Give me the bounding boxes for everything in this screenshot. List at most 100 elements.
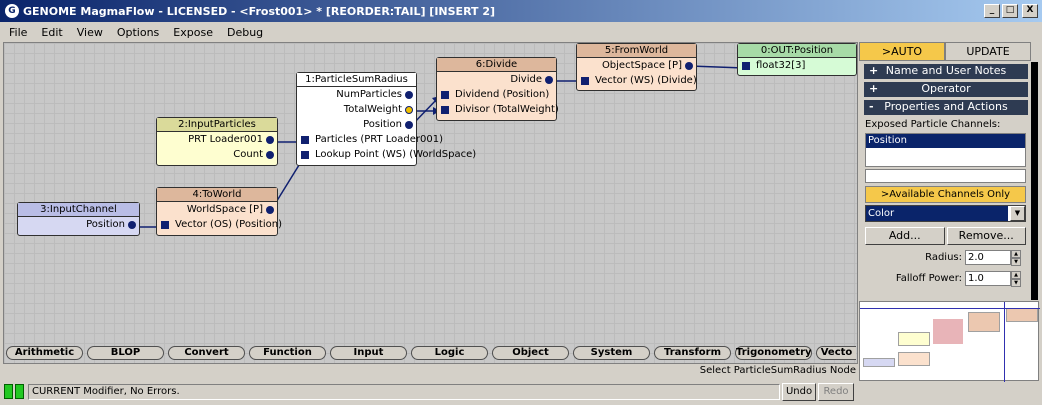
input-socket-icon[interactable] — [441, 106, 449, 114]
falloff-label: Falloff Power: — [895, 273, 962, 284]
minimap-node — [1006, 308, 1038, 322]
output-socket-row[interactable]: PRT Loader001 — [157, 132, 277, 147]
input-socket-row[interactable]: Dividend (Position) — [437, 87, 556, 102]
output-socket-row[interactable]: WorldSpace [P] — [157, 202, 277, 217]
category-tab[interactable]: Function — [249, 346, 326, 360]
rollout-label: Name and User Notes — [885, 64, 1007, 77]
category-tab[interactable]: BLOP — [87, 346, 164, 360]
channel-edit-field[interactable] — [865, 169, 1026, 183]
graph-minimap[interactable] — [859, 301, 1040, 382]
socket-label: float32[3] — [756, 60, 806, 71]
spinner-arrows[interactable]: ▲▼ — [1011, 250, 1021, 266]
output-socket-icon[interactable] — [685, 62, 693, 70]
input-socket-icon[interactable] — [742, 62, 750, 70]
node-input-particles[interactable]: 2:InputParticles PRT Loader001 Count — [156, 117, 278, 166]
maximize-icon[interactable]: □ — [1002, 4, 1018, 18]
menu-view[interactable]: View — [76, 25, 103, 39]
channel-dropdown-value: Color — [866, 206, 1008, 221]
node-particle-sum-radius[interactable]: 1:ParticleSumRadius NumParticles TotalWe… — [296, 72, 476, 166]
output-socket-row[interactable]: NumParticles — [297, 87, 416, 102]
chevron-down-icon[interactable]: ▼ — [1010, 206, 1025, 221]
falloff-field[interactable]: 1.0 — [965, 271, 1011, 286]
status-light-icon — [15, 384, 24, 399]
rollout-properties[interactable]: -Properties and Actions — [864, 100, 1028, 115]
spinner-down-icon[interactable]: ▼ — [1011, 279, 1021, 287]
output-socket-row[interactable]: TotalWeight — [297, 102, 416, 117]
output-socket-row[interactable]: Position — [297, 117, 416, 132]
output-socket-row[interactable]: Divide — [437, 72, 556, 87]
tab-update[interactable]: UPDATE — [945, 42, 1031, 61]
add-button[interactable]: Add... — [865, 227, 945, 245]
exposed-channels-list[interactable]: Position — [865, 133, 1026, 167]
tab-auto[interactable]: >AUTO — [859, 42, 945, 61]
output-socket-row[interactable]: Count — [157, 147, 277, 162]
category-tab[interactable]: Trigonometry — [735, 346, 812, 360]
category-tab[interactable]: Convert — [168, 346, 245, 360]
output-socket-icon[interactable] — [405, 106, 413, 114]
menu-options[interactable]: Options — [116, 25, 160, 39]
category-tab[interactable]: Arithmetic — [6, 346, 83, 360]
category-tab[interactable]: Transform — [654, 346, 731, 360]
input-socket-row[interactable]: Lookup Point (WS) (WorldSpace) — [297, 147, 476, 162]
category-tab[interactable]: Logic — [411, 346, 488, 360]
rollout-label: Operator — [921, 82, 971, 95]
node-header: 4:ToWorld — [157, 188, 277, 202]
undo-button[interactable]: Undo — [782, 383, 816, 401]
output-socket-icon[interactable] — [405, 121, 413, 129]
node-output-position[interactable]: 0:OUT:Position float32[3] — [737, 43, 857, 76]
output-socket-icon[interactable] — [545, 76, 553, 84]
node-divide[interactable]: 6:Divide Divide Dividend (Position) Divi… — [436, 57, 559, 121]
category-tab[interactable]: Input — [330, 346, 407, 360]
input-socket-icon[interactable] — [301, 136, 309, 144]
node-from-world[interactable]: 5:FromWorld ObjectSpace [P] Vector (WS) … — [576, 43, 697, 91]
close-icon[interactable]: X — [1022, 4, 1038, 18]
panel-scrollbar[interactable] — [1031, 62, 1038, 300]
spinner-down-icon[interactable]: ▼ — [1011, 258, 1021, 266]
socket-label: Dividend (Position) — [455, 89, 550, 100]
list-item[interactable]: Position — [866, 134, 1025, 148]
rollout-operator[interactable]: + Operator — [864, 82, 1028, 97]
remove-button[interactable]: Remove... — [946, 227, 1026, 245]
socket-label: Divisor (TotalWeight) — [455, 104, 559, 115]
output-socket-icon[interactable] — [128, 221, 136, 229]
output-socket-icon[interactable] — [266, 151, 274, 159]
available-channels-button[interactable]: >Available Channels Only — [865, 186, 1026, 203]
node-header: 6:Divide — [437, 58, 556, 72]
category-tab[interactable]: Vecto — [816, 346, 856, 360]
input-socket-row[interactable]: Vector (WS) (Divide) — [577, 73, 697, 88]
channel-dropdown[interactable]: Color ▼ — [865, 205, 1026, 222]
menu-edit[interactable]: Edit — [41, 25, 63, 39]
menu-expose[interactable]: Expose — [173, 25, 213, 39]
output-socket-icon[interactable] — [266, 206, 274, 214]
radius-field[interactable]: 2.0 — [965, 250, 1011, 265]
minimize-icon[interactable]: _ — [984, 4, 1000, 18]
output-socket-icon[interactable] — [266, 136, 274, 144]
redo-button[interactable]: Redo — [818, 383, 854, 401]
spinner-arrows[interactable]: ▲▼ — [1011, 271, 1021, 287]
socket-label: WorldSpace [P] — [186, 204, 263, 215]
spinner-up-icon[interactable]: ▲ — [1011, 271, 1021, 279]
node-graph-canvas[interactable]: 3:InputChannel Position 2:InputParticles… — [3, 42, 858, 364]
input-socket-icon[interactable] — [581, 77, 589, 85]
category-tab[interactable]: System — [573, 346, 650, 360]
node-header: 3:InputChannel — [18, 203, 139, 217]
output-socket-row[interactable]: Position — [18, 217, 139, 232]
input-socket-icon[interactable] — [301, 151, 309, 159]
menu-file[interactable]: File — [9, 25, 28, 39]
input-socket-row[interactable]: Divisor (TotalWeight) — [437, 102, 559, 117]
input-socket-icon[interactable] — [441, 91, 449, 99]
plus-icon: + — [869, 82, 879, 95]
input-socket-row[interactable]: Particles (PRT Loader001) — [297, 132, 443, 147]
spinner-up-icon[interactable]: ▲ — [1011, 250, 1021, 258]
socket-label: Divide — [510, 74, 542, 85]
input-socket-row[interactable]: Vector (OS) (Position) — [157, 217, 282, 232]
menu-debug[interactable]: Debug — [226, 25, 264, 39]
node-to-world[interactable]: 4:ToWorld WorldSpace [P] Vector (OS) (Po… — [156, 187, 282, 236]
rollout-name-notes[interactable]: +Name and User Notes — [864, 64, 1028, 79]
input-socket-row[interactable]: float32[3] — [738, 58, 856, 73]
output-socket-row[interactable]: ObjectSpace [P] — [577, 58, 696, 73]
input-socket-icon[interactable] — [161, 221, 169, 229]
node-input-channel[interactable]: 3:InputChannel Position — [17, 202, 140, 236]
output-socket-icon[interactable] — [405, 91, 413, 99]
category-tab[interactable]: Object — [492, 346, 569, 360]
